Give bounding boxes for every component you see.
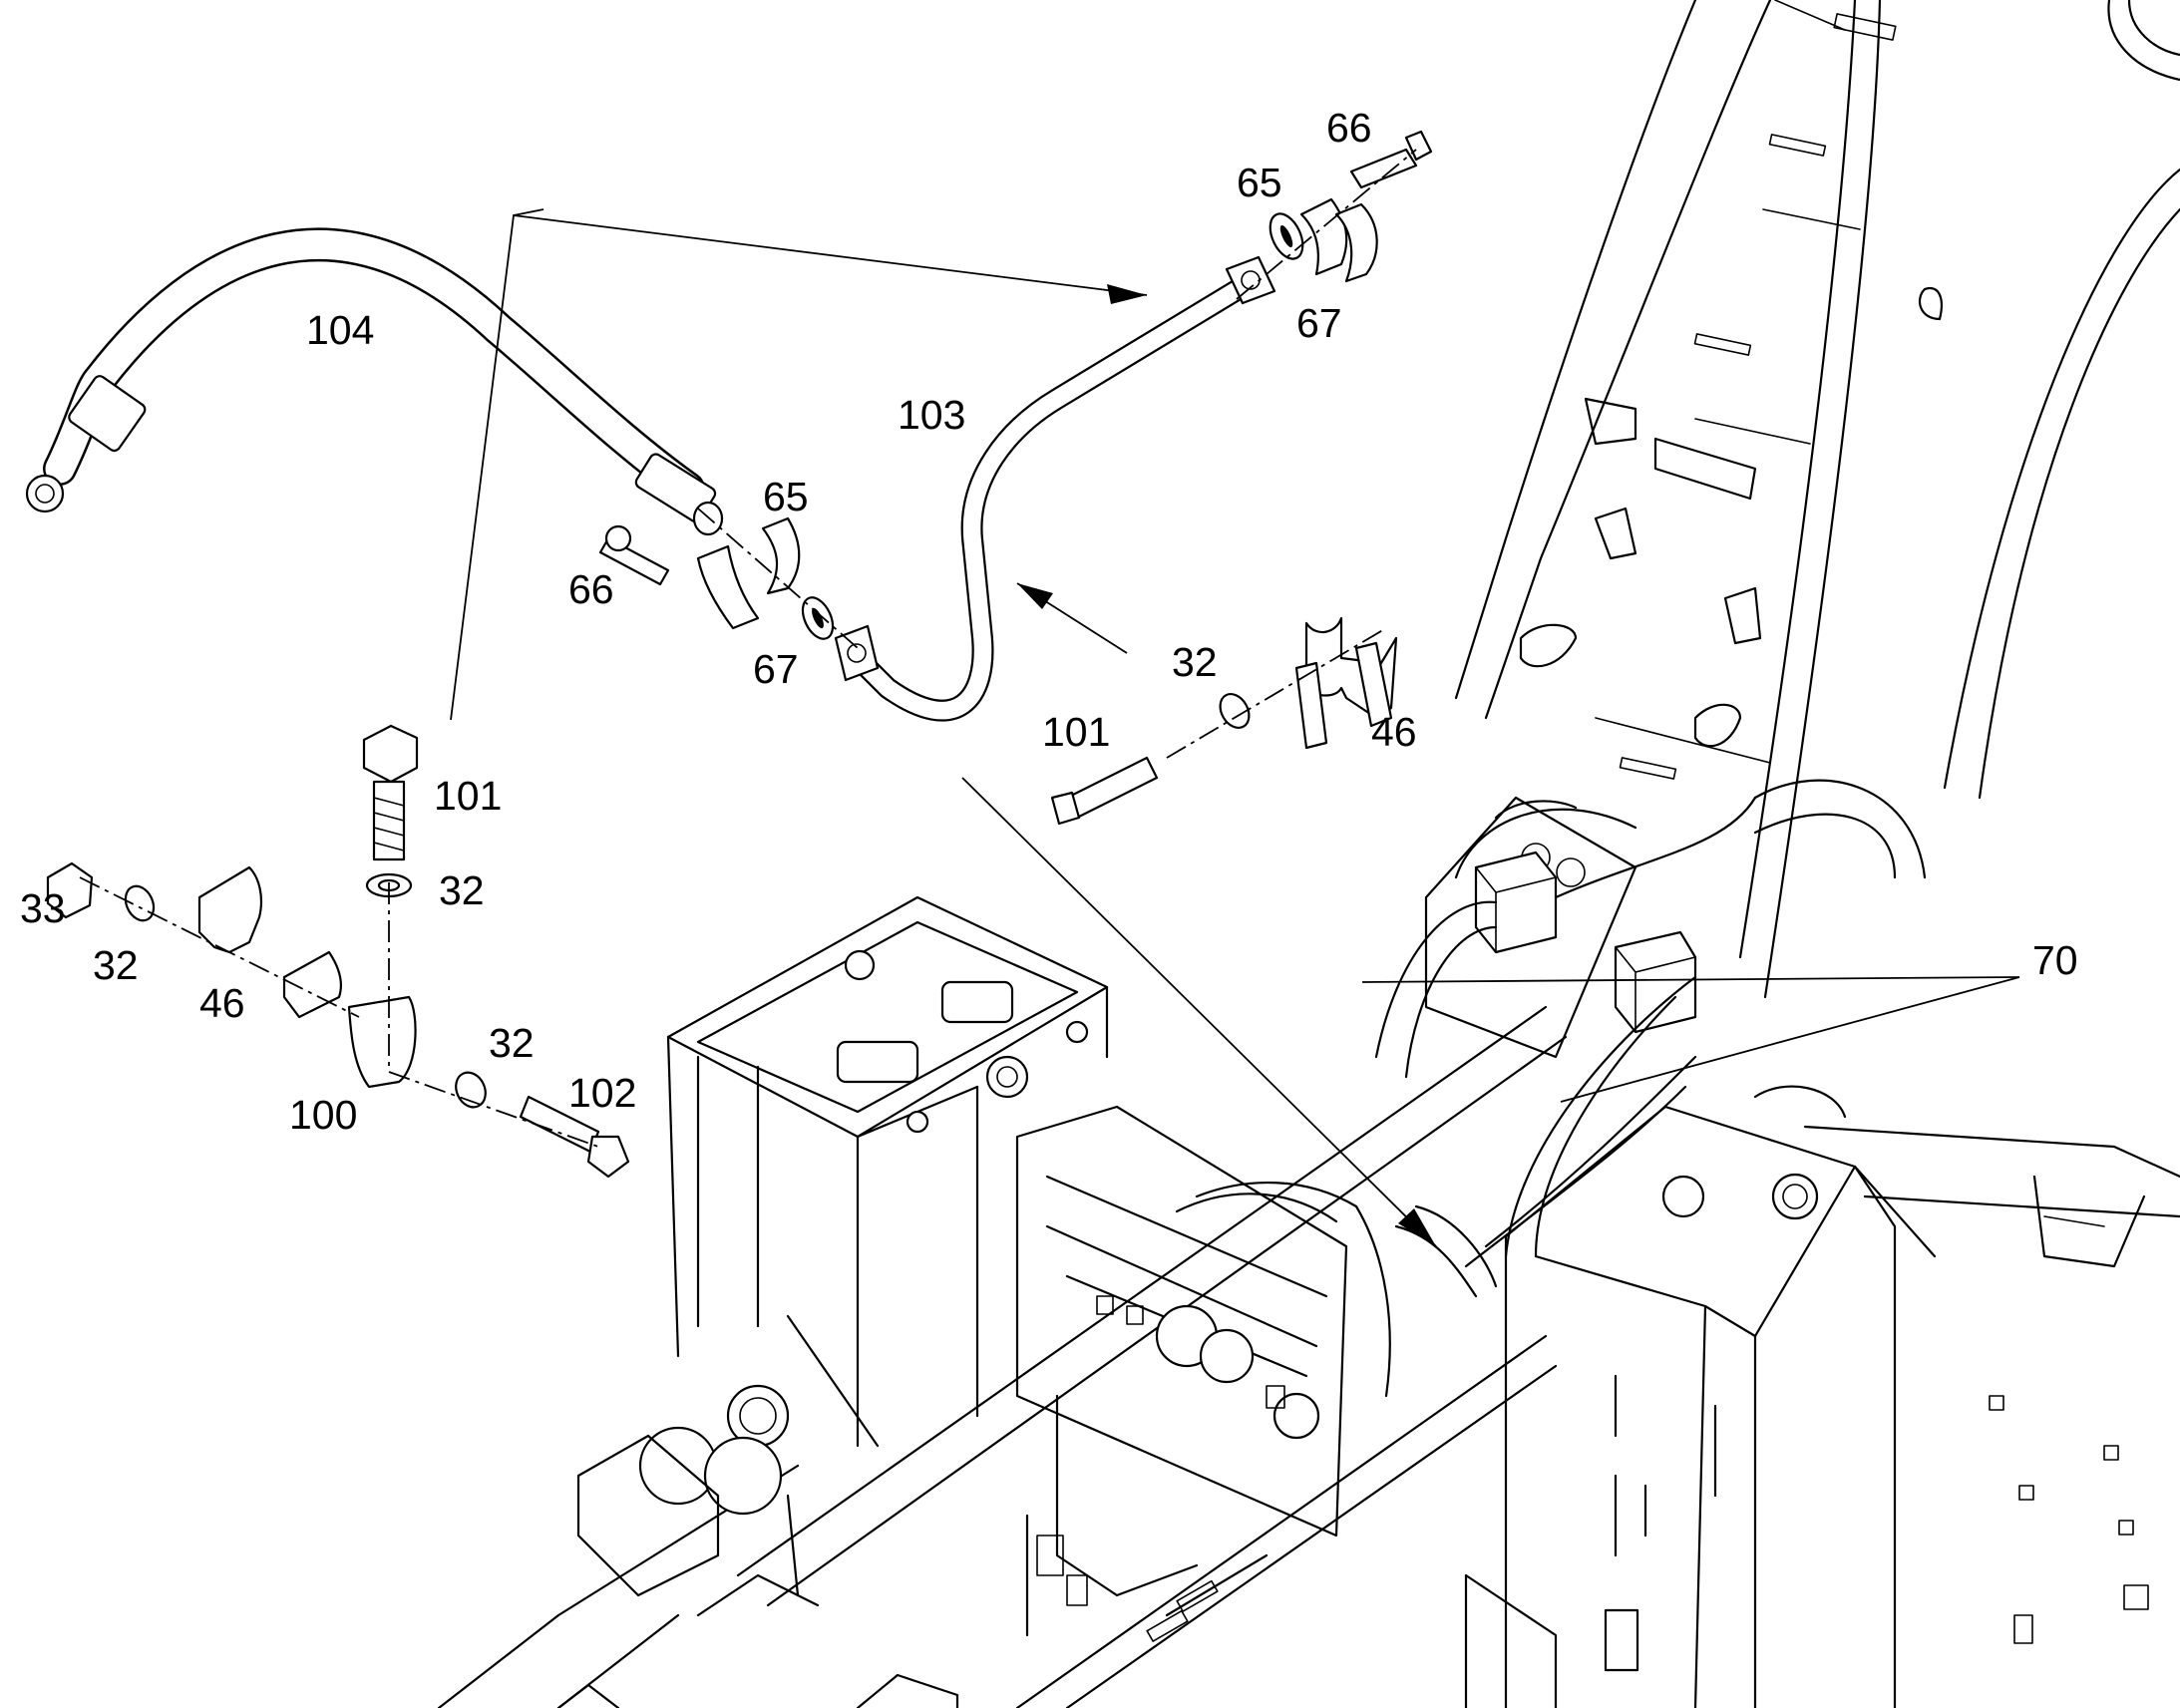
left-tank bbox=[576, 895, 1109, 1617]
callout-33: 33 bbox=[20, 885, 66, 931]
hinge-valve-blocks bbox=[1374, 779, 1927, 1298]
callout-103: 103 bbox=[898, 392, 965, 438]
leader-lines bbox=[450, 208, 2020, 1247]
callout-104: 104 bbox=[306, 307, 374, 353]
upper-flange-kit bbox=[1236, 130, 1433, 300]
callout-32-right: 32 bbox=[1172, 639, 1218, 685]
callout-101-right: 101 bbox=[1042, 709, 1110, 755]
callout-67-lower: 67 bbox=[753, 646, 799, 692]
callout-32-washer-left: 32 bbox=[93, 942, 139, 988]
callout-46-left: 46 bbox=[199, 980, 245, 1026]
pipe-103 bbox=[834, 255, 1276, 722]
callout-66-lower: 66 bbox=[568, 566, 614, 612]
centre-valve-block bbox=[1015, 1105, 1391, 1637]
callout-32-bolt: 32 bbox=[439, 867, 485, 913]
hose-104 bbox=[25, 227, 724, 536]
callout-labels: 66 65 67 104 103 65 66 67 32 101 46 101 … bbox=[20, 105, 2078, 1138]
callout-67-top: 67 bbox=[1296, 300, 1342, 346]
callout-65-top: 65 bbox=[1237, 160, 1282, 205]
right-tank bbox=[1464, 1105, 2149, 1708]
callout-100: 100 bbox=[289, 1092, 357, 1138]
callout-65-lower: 65 bbox=[763, 474, 809, 519]
callout-46-right: 46 bbox=[1371, 709, 1417, 755]
callout-66-top: 66 bbox=[1326, 105, 1372, 151]
callout-32-washer-bottom: 32 bbox=[489, 1020, 535, 1066]
lower-flange-kit bbox=[598, 508, 859, 649]
machine-frame bbox=[437, 0, 2180, 1708]
left-clamp-group bbox=[46, 724, 630, 1179]
callout-101-left: 101 bbox=[434, 773, 502, 819]
callout-102: 102 bbox=[568, 1070, 636, 1116]
right-clamp-group bbox=[1050, 616, 1398, 826]
callout-70: 70 bbox=[2032, 937, 2078, 983]
